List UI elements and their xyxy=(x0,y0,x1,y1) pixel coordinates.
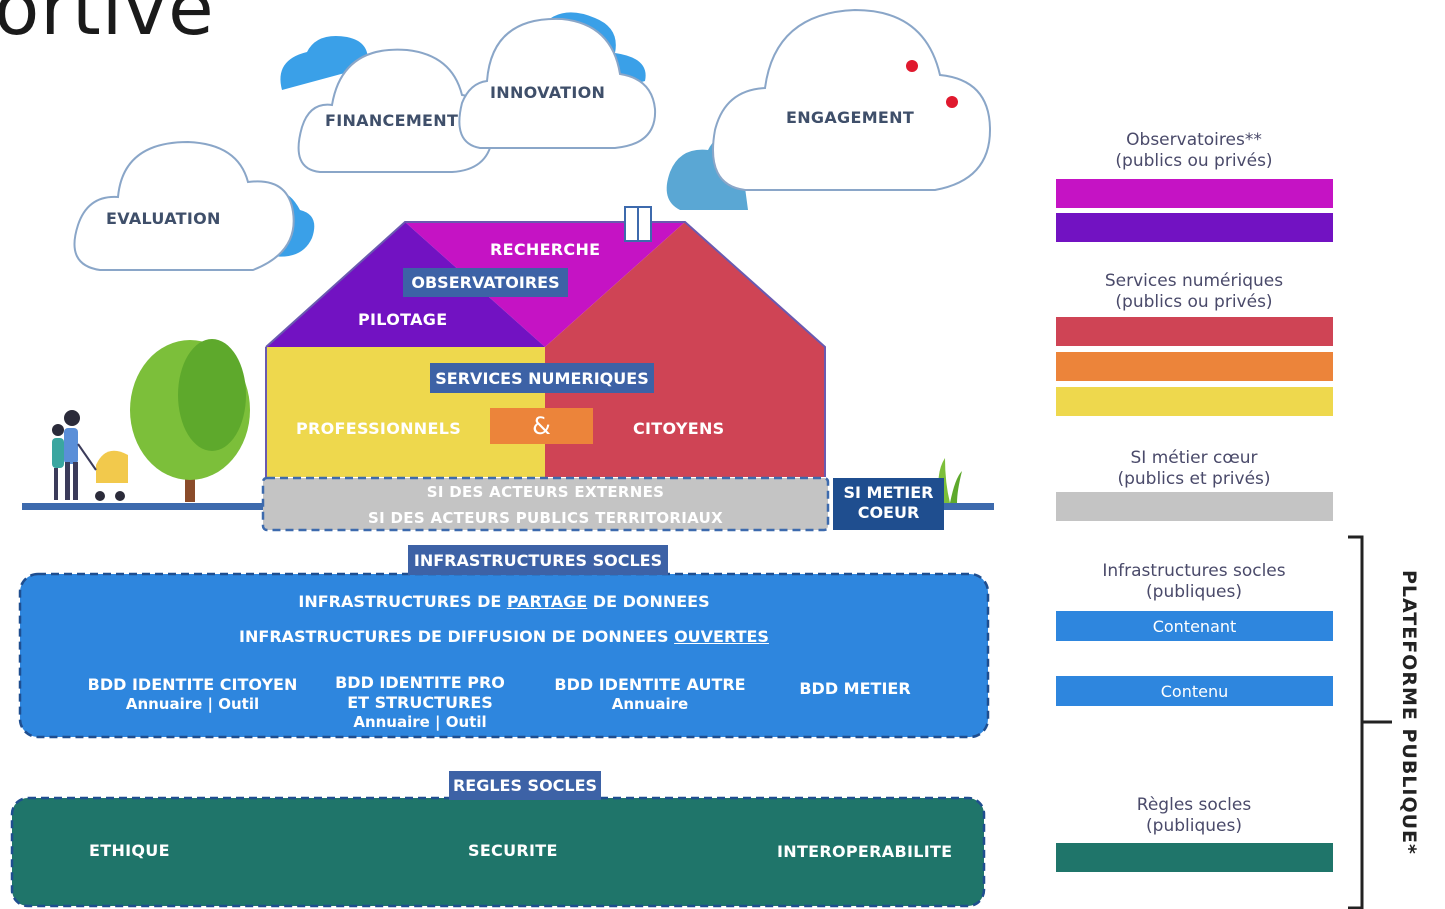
si-metier-coeur-box: SI METIER COEUR xyxy=(833,478,944,530)
plateforme-publique-label: PLATEFORME PUBLIQUE* xyxy=(1398,570,1420,855)
infra-diffusion-line: INFRASTRUCTURES DE DIFFUSION DE DONNEES … xyxy=(239,627,769,646)
bdd-identite-citoyen: BDD IDENTITE CITOYEN Annuaire | Outil xyxy=(87,675,298,713)
cloud-financement xyxy=(280,36,494,173)
cloud-innovation xyxy=(458,12,657,149)
bdd-identite-pro: BDD IDENTITE PRO ET STRUCTURES Annuaire … xyxy=(335,673,505,731)
label-si-acteurs-publics: SI DES ACTEURS PUBLICS TERRITORIAUX xyxy=(368,509,723,527)
label-si-acteurs-externes: SI DES ACTEURS EXTERNES xyxy=(426,483,665,501)
legend-bar-yellow xyxy=(1056,387,1333,416)
legend-si-metier: SI métier cœur(publics et privés) xyxy=(1117,448,1271,489)
label-observatoires: OBSERVATOIRES xyxy=(403,268,568,297)
label-citoyens: CITOYENS xyxy=(633,419,725,438)
plateforme-bracket xyxy=(1348,535,1392,909)
family-illustration xyxy=(52,410,128,501)
ampersand-box: & xyxy=(490,408,593,444)
bdd-metier: BDD METIER xyxy=(799,679,911,698)
cloud-label-evaluation: EVALUATION xyxy=(106,209,221,228)
legend-bar-orange xyxy=(1056,352,1333,381)
cloud-label-engagement: ENGAGEMENT xyxy=(786,108,915,127)
legend-bar-grey xyxy=(1056,492,1333,521)
legend-bar-red xyxy=(1056,317,1333,346)
si-metier-label-1: SI METIER xyxy=(843,483,934,502)
label-services-numeriques: SERVICES NUMERIQUES xyxy=(430,363,654,393)
legend-contenu: Contenu xyxy=(1056,676,1333,706)
label-recherche: RECHERCHE xyxy=(490,240,601,259)
regles-header: REGLES SOCLES xyxy=(449,771,601,800)
label-professionnels: PROFESSIONNELS xyxy=(296,419,462,438)
cloud-label-innovation: INNOVATION xyxy=(490,83,606,102)
cloud-engagement xyxy=(666,8,992,210)
regle-securite: SECURITE xyxy=(468,841,558,860)
ground-left xyxy=(22,503,264,510)
tree-illustration xyxy=(130,339,250,502)
legend-bar-green xyxy=(1056,843,1333,872)
legend-bar-magenta xyxy=(1056,179,1333,208)
bdd-identite-autre: BDD IDENTITE AUTRE Annuaire xyxy=(554,675,746,713)
slide-title-fragment: ortive xyxy=(0,0,215,52)
legend-bar-purple xyxy=(1056,213,1333,242)
ground-right xyxy=(944,503,994,510)
legend-observatoires: Observatoires**(publics ou privés) xyxy=(1115,130,1273,171)
legend-contenant: Contenant xyxy=(1056,611,1333,641)
regle-ethique: ETHIQUE xyxy=(89,841,170,860)
infrastructures-header: INFRASTRUCTURES SOCLES xyxy=(408,545,668,575)
si-metier-label-2: COEUR xyxy=(857,503,920,522)
cloud-label-financement: FINANCEMENT xyxy=(325,111,459,130)
cloud-evaluation xyxy=(73,140,315,271)
legend-infrastructures: Infrastructures socles(publiques) xyxy=(1102,561,1286,602)
roof-right xyxy=(545,222,825,347)
infra-partage-line: INFRASTRUCTURES DE PARTAGE DE DONNEES xyxy=(298,592,710,611)
si-acteurs-box xyxy=(261,476,830,532)
legend-regles: Règles socles(publiques) xyxy=(1136,795,1252,836)
regle-interoperabilite: INTEROPERABILITE xyxy=(777,842,953,861)
infrastructures-box xyxy=(18,572,990,739)
label-pilotage: PILOTAGE xyxy=(358,310,448,329)
legend-services: Services numériques(publics ou privés) xyxy=(1104,271,1284,312)
